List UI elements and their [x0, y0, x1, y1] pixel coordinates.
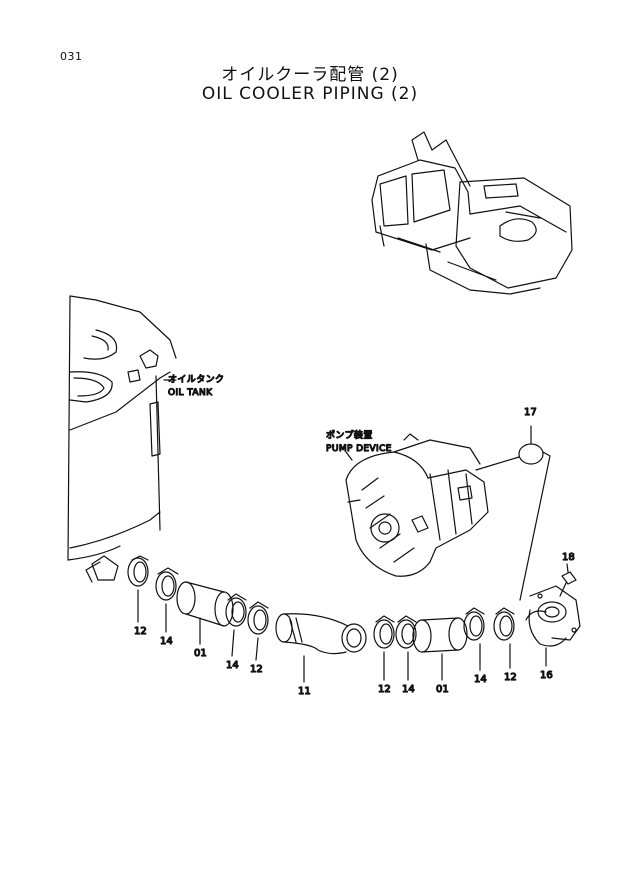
part-label-14d: 14 [474, 674, 487, 685]
part-label-14c: 14 [402, 684, 415, 695]
tank-outlet-pipe [85, 555, 119, 583]
title-japanese: オイルクーラ配管 (2) [221, 65, 399, 85]
pump-device [345, 433, 489, 577]
part-label-12c: 12 [378, 684, 391, 695]
elbow-16 [525, 585, 581, 647]
part-label-11: 11 [298, 686, 311, 697]
part-label-16: 16 [540, 670, 553, 681]
title-english: OIL COOLER PIPING (2) [201, 84, 419, 104]
leader-12b [255, 637, 259, 661]
o-ring-to-pump-line [475, 456, 520, 471]
hose-clamp-14d [463, 607, 485, 641]
hose-clamp-12a [127, 555, 149, 587]
pump-device-leader [345, 451, 353, 461]
hose-clamp-14b [225, 593, 247, 627]
part-label-12b: 12 [250, 664, 263, 675]
leader-18 [566, 563, 569, 573]
part-label-14a: 14 [160, 636, 173, 647]
hose-clamp-12c [373, 615, 395, 649]
leader-14b [231, 629, 235, 657]
part-label-01b: 01 [436, 684, 449, 695]
hose-01a [176, 581, 234, 627]
oil-tank [67, 295, 177, 561]
o-ring-to-elbow-line [519, 451, 551, 601]
bolt-18 [559, 571, 577, 597]
hose-01b [412, 617, 468, 653]
excavator-overview [371, 131, 573, 295]
part-label-18: 18 [562, 552, 575, 563]
part-label-12a: 12 [134, 626, 147, 637]
o-ring-17 [518, 443, 544, 465]
pump-device-label-jp: ポンプ装置 [326, 429, 373, 441]
hose-clamp-12d [493, 607, 515, 641]
part-label-01a: 01 [194, 648, 207, 659]
bent-pipe-11 [275, 613, 367, 655]
hose-clamp-14a [155, 567, 179, 601]
hose-clamp-12b [247, 601, 269, 635]
part-label-14b: 14 [226, 660, 239, 671]
oil-tank-label-en: OIL TANK [168, 388, 213, 398]
hose-clamp-14c [395, 615, 417, 649]
oil-tank-label-jp: オイルタンク [168, 374, 224, 385]
part-label-12d: 12 [504, 672, 517, 683]
part-label-17: 17 [524, 407, 537, 418]
page-number: 031 [60, 50, 83, 63]
pump-device-label-en: PUMP DEVICE [326, 444, 392, 454]
